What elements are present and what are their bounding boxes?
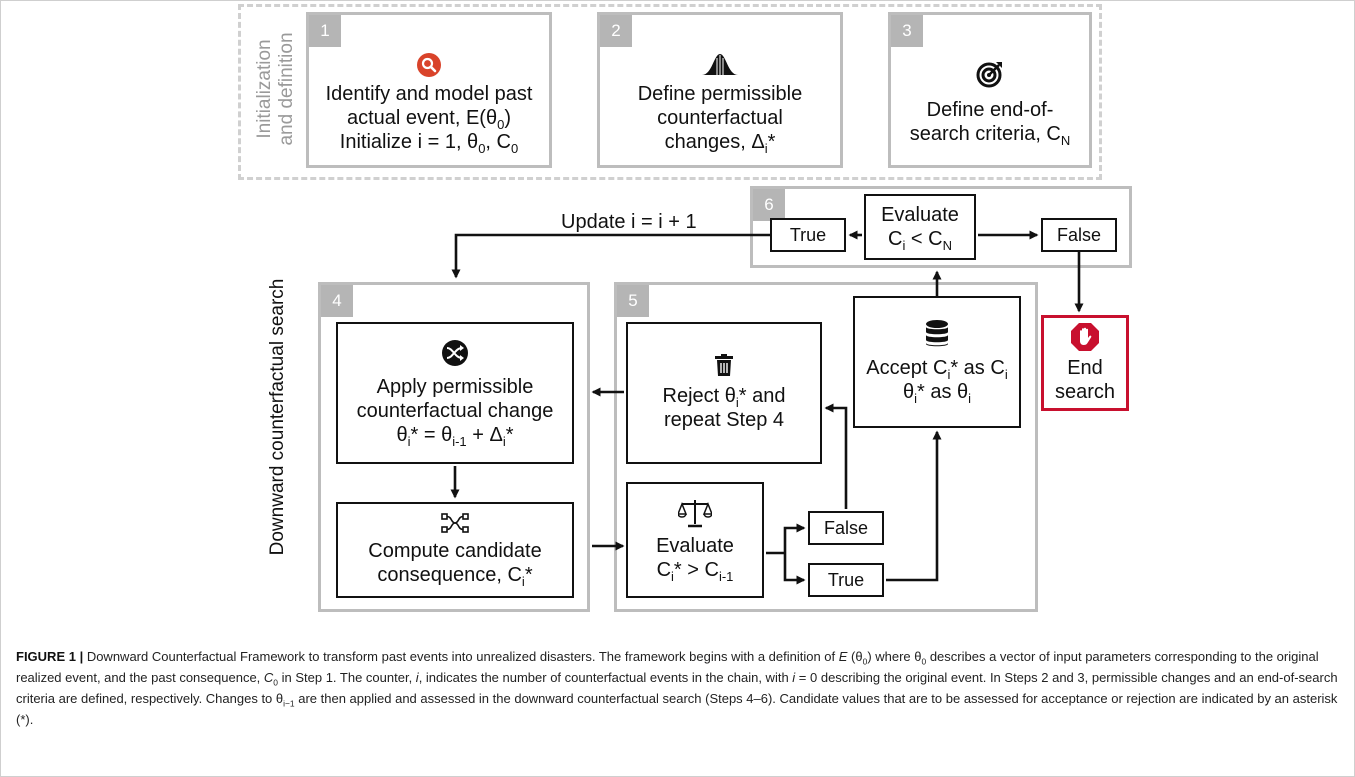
- bell-curve-icon: [702, 54, 738, 75]
- reject-box: Reject θi* and repeat Step 4: [626, 322, 822, 464]
- scale-icon: [678, 500, 712, 528]
- apply-change-box: Apply permissible counterfactual change …: [336, 322, 574, 464]
- end-search-box: End search: [1041, 315, 1129, 411]
- database-icon: [926, 320, 948, 347]
- shuffle-icon: [442, 340, 468, 366]
- init-panel: [238, 4, 1102, 180]
- reject-line2: repeat Step 4: [663, 409, 785, 431]
- network-icon: [441, 513, 469, 533]
- accept-line1: Accept Ci* as Ci: [866, 357, 1008, 382]
- apply-line1: Apply permissible: [376, 376, 534, 398]
- compute-line2: consequence, Ci*: [377, 564, 533, 589]
- evaluate5-line2: Ci* > Ci-1: [656, 559, 734, 584]
- step2-line2: counterfactual: [657, 107, 783, 129]
- accept-line2: θi* as θi: [902, 381, 972, 406]
- end-line1: End: [1067, 357, 1103, 379]
- step1-line3: Initialize i = 1, θ0, C0: [339, 131, 519, 156]
- apply-line2: counterfactual change: [356, 400, 554, 422]
- stop-hand-icon: [1071, 323, 1099, 351]
- evaluate5-line1: Evaluate: [656, 535, 734, 557]
- step1-line1: Identify and model past: [325, 83, 533, 105]
- trash-icon: [715, 354, 733, 376]
- flow-arrows: [450, 230, 1084, 585]
- step-number: 6: [753, 189, 785, 221]
- true5-box: True: [808, 563, 884, 597]
- figure-caption: FIGURE 1 | Downward Counterfactual Frame…: [16, 649, 1338, 727]
- step1-line2: actual event, E(θ0): [347, 107, 511, 132]
- arrow-true5-to-accept: [886, 430, 942, 582]
- apply-formula: θi* = θi-1 + Δi*: [396, 424, 514, 449]
- reject-line1: Reject θi* and: [662, 385, 786, 410]
- compute-consequence-box: Compute candidate consequence, Ci*: [336, 502, 574, 598]
- step-number: 5: [617, 285, 649, 317]
- step-number: 2: [600, 15, 632, 47]
- search-icon: [417, 53, 441, 77]
- caption-label: FIGURE 1 |: [16, 649, 84, 664]
- step1-box: 1 Identify and model past actual event, …: [306, 12, 552, 168]
- true6-box: True: [770, 218, 846, 252]
- step-number: 3: [891, 15, 923, 47]
- accept-box: Accept Ci* as Ci θi* as θi: [853, 296, 1021, 428]
- evaluate6-box: Evaluate Ci < CN: [864, 194, 976, 260]
- end-line2: search: [1054, 381, 1116, 403]
- false5-box: False: [808, 511, 884, 545]
- step3-line2: search criteria, CN: [909, 123, 1071, 148]
- step3-line1: Define end-of-: [926, 99, 1054, 121]
- step2-box: 2 Define permissible counterfactual chan…: [597, 12, 843, 168]
- arrow-update-loop: [451, 233, 770, 279]
- compute-line1: Compute candidate: [368, 540, 542, 562]
- evaluate6-line1: Evaluate: [881, 204, 959, 226]
- step3-box: 3 Define end-of- search criteria, CN: [888, 12, 1092, 168]
- step-number: 1: [309, 15, 341, 47]
- target-icon: [976, 62, 1002, 88]
- update-label: Update i = i + 1: [561, 211, 697, 233]
- step2-line3: changes, Δi*: [664, 131, 776, 156]
- step2-line1: Define permissible: [637, 83, 803, 105]
- arrow-false5-to-reject: [824, 403, 848, 509]
- arrow-to-false5: [783, 523, 806, 553]
- arrow-to-true5: [783, 553, 806, 585]
- step-number: 4: [321, 285, 353, 317]
- evaluate6-line2: Ci < CN: [888, 228, 952, 253]
- false6-box: False: [1041, 218, 1117, 252]
- evaluate5-box: Evaluate Ci* > Ci-1: [626, 482, 764, 598]
